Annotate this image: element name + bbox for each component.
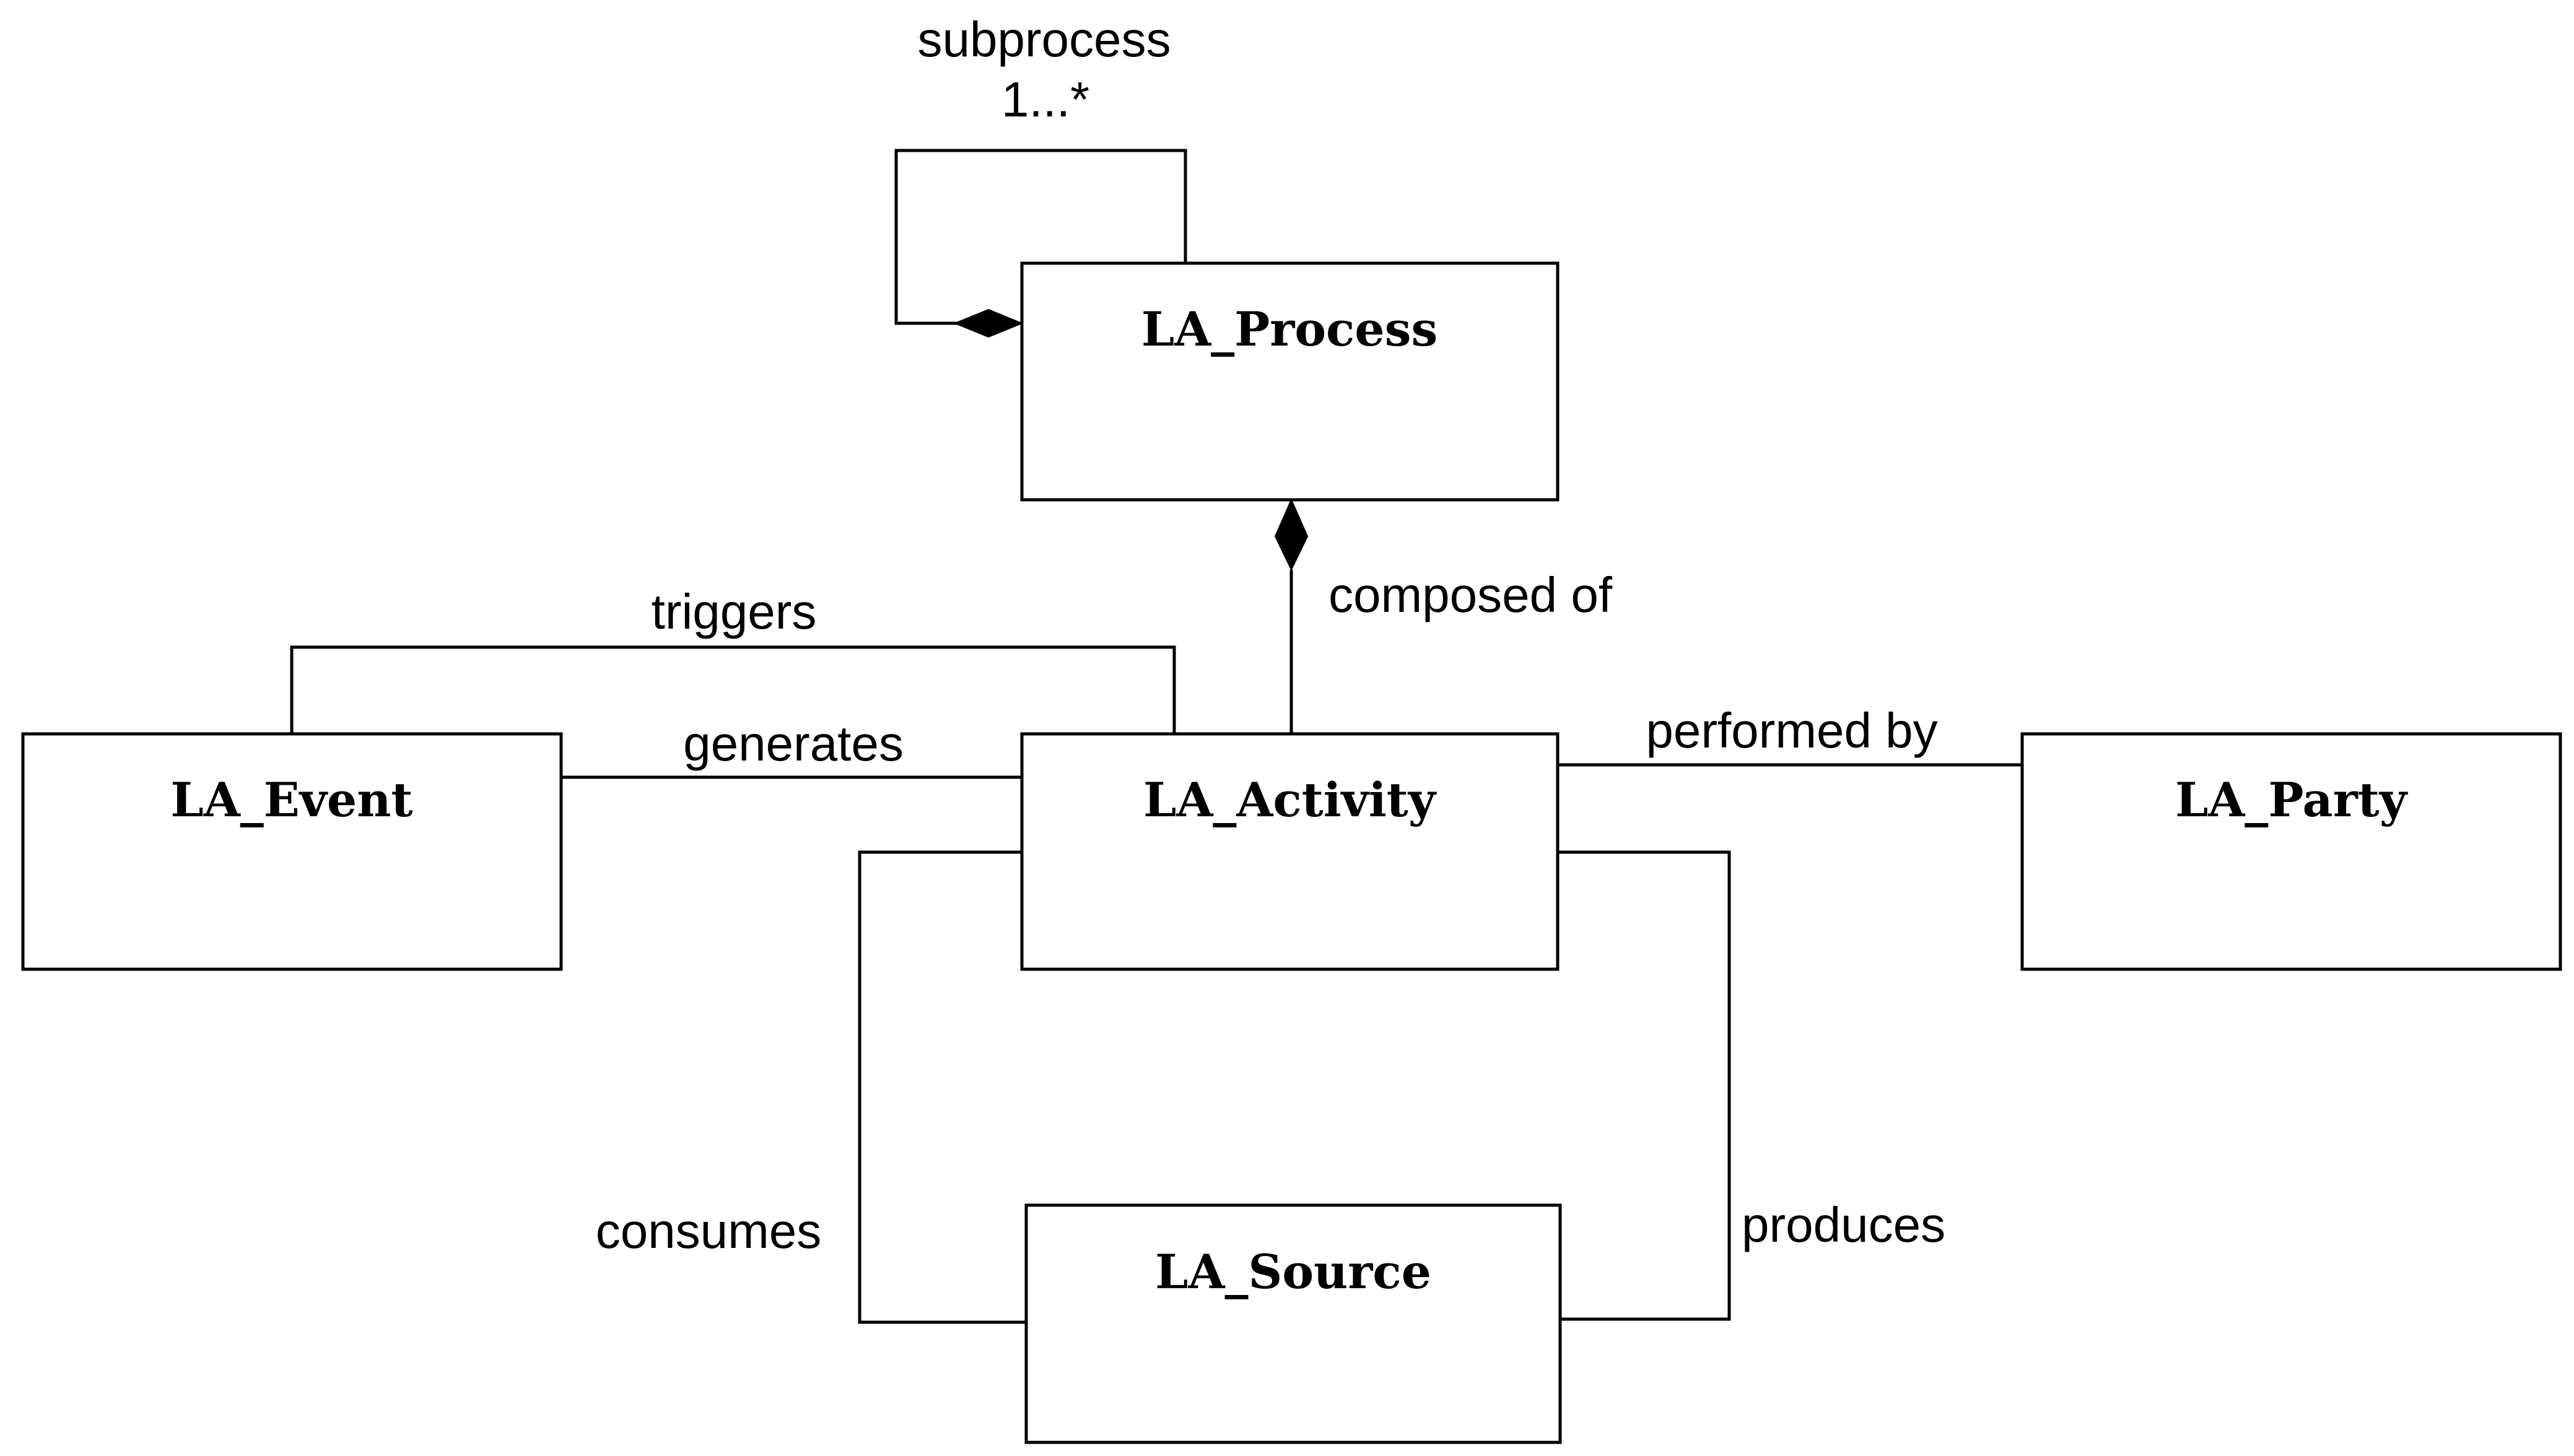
class-name-la-activity: LA_Activity — [1143, 772, 1437, 827]
label-subprocess-multiplicity: 1...* — [1001, 72, 1089, 127]
label-triggers: triggers — [652, 584, 817, 639]
composed-of-composition-diamond — [1274, 498, 1309, 572]
class-la-process[interactable]: LA_Process — [1020, 261, 1560, 502]
class-la-source[interactable]: LA_Source — [1024, 1203, 1562, 1444]
label-generates: generates — [683, 716, 904, 771]
label-composed-of: composed of — [1328, 567, 1613, 622]
label-subprocess: subprocess — [917, 12, 1171, 67]
consumes-association — [858, 850, 1026, 1324]
label-produces: produces — [1742, 1197, 1945, 1252]
produces-association — [1558, 850, 1731, 1321]
subprocess-composition-diamond — [953, 308, 1024, 338]
subprocess-self-association — [894, 149, 1187, 325]
class-name-la-party: LA_Party — [2175, 772, 2408, 827]
class-la-event[interactable]: LA_Event — [21, 732, 563, 971]
label-consumes: consumes — [596, 1203, 822, 1258]
triggers-association — [290, 645, 1176, 734]
label-performed-by: performed by — [1646, 703, 1937, 758]
class-name-la-process: LA_Process — [1141, 302, 1438, 357]
class-la-activity[interactable]: LA_Activity — [1020, 732, 1560, 971]
class-name-la-event: LA_Event — [170, 772, 412, 827]
class-la-party[interactable]: LA_Party — [2020, 732, 2562, 971]
class-name-la-source: LA_Source — [1155, 1244, 1431, 1299]
